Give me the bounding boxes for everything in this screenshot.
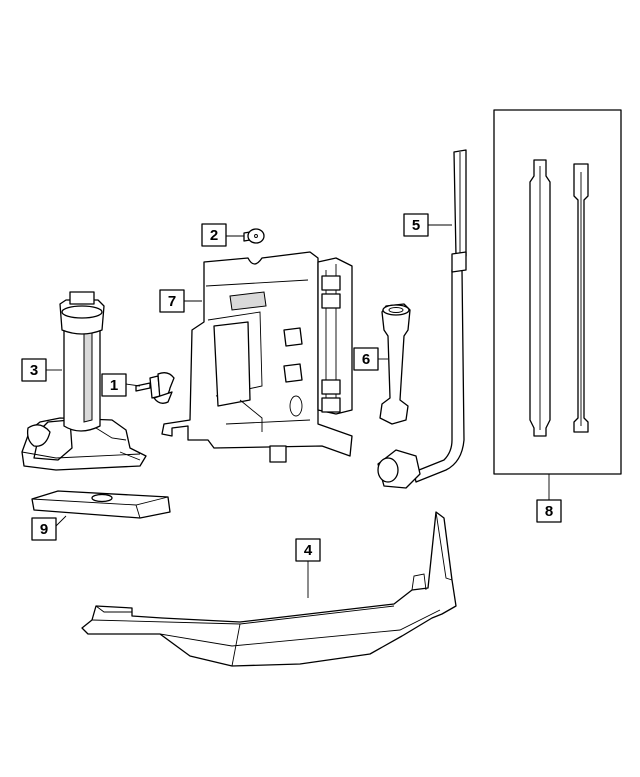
callout-9-label: 9: [40, 521, 48, 538]
callout-3-label: 3: [30, 362, 38, 379]
callout-1-label: 1: [110, 377, 118, 394]
callout-9: 9: [31, 515, 67, 541]
lug-wrench-handle-part: [377, 149, 467, 489]
callout-8: 8: [536, 474, 562, 523]
callout-4: 4: [295, 538, 321, 598]
callout-3: 3: [21, 358, 62, 382]
screw-part: [243, 228, 265, 244]
wing-bolt-part: [135, 372, 175, 404]
lug-wrench-socket-part: [379, 303, 411, 425]
jack-storage-tray-part: [81, 511, 457, 667]
callout-4-label: 4: [304, 542, 313, 559]
callout-2-label: 2: [210, 227, 218, 244]
callout-7: 7: [159, 289, 202, 313]
callout-8-label: 8: [545, 503, 553, 520]
bottle-jack-part: [21, 291, 147, 471]
callout-5-label: 5: [412, 217, 420, 234]
callout-2: 2: [201, 223, 244, 247]
extension-bars-part: [493, 109, 622, 475]
callout-5: 5: [403, 213, 452, 237]
callout-1: 1: [101, 373, 141, 397]
callout-6-label: 6: [362, 351, 370, 368]
bracket-part: [161, 251, 353, 463]
jack-pad-part: [31, 490, 171, 519]
callout-6: 6: [353, 347, 388, 371]
callout-7-label: 7: [168, 293, 176, 310]
